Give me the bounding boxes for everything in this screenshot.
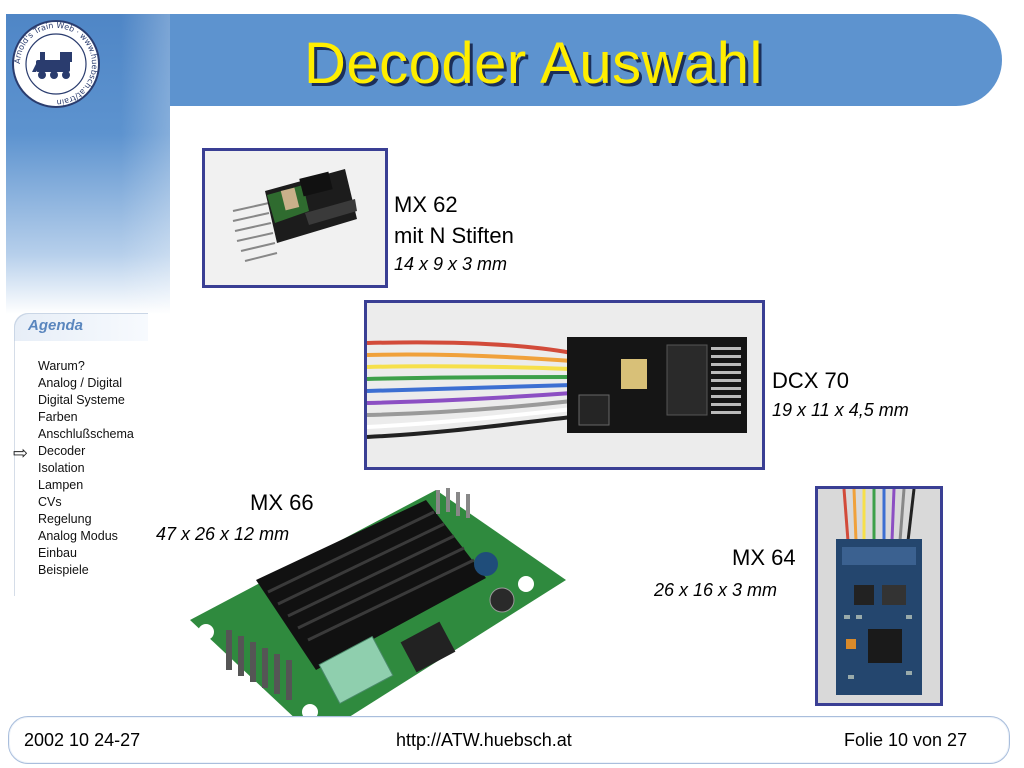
mx66-decoder-photo: [186, 480, 576, 742]
footer-page-number: Folie 10 von 27: [844, 730, 968, 750]
footer-bar: [8, 716, 1010, 764]
mx64-decoder-photo: [815, 486, 943, 706]
mx62-size: 14 x 9 x 3 mm: [394, 254, 508, 274]
mx66-size: 47 x 26 x 12 mm: [156, 524, 290, 544]
footer-url-link[interactable]: http://ATW.huebsch.at: [396, 730, 572, 750]
mx62-name: MX 62: [394, 192, 458, 217]
locomotive-icon: [32, 52, 72, 79]
mx64-size: 26 x 16 x 3 mm: [654, 580, 778, 600]
current-item-arrow-icon: ⇨: [13, 443, 29, 463]
agenda-header: [14, 313, 148, 341]
agenda-item-analog-digital[interactable]: Analog / Digital: [38, 376, 123, 390]
agenda-item-warum[interactable]: Warum?: [38, 359, 85, 373]
slide-title: Decoder Auswahl: [304, 31, 763, 96]
agenda-list: Warum? Analog / Digital Digital Systeme …: [38, 358, 134, 579]
mx62-decoder-photo: [202, 148, 388, 288]
title-band: [6, 14, 1002, 106]
agenda-item-isolation[interactable]: Isolation: [38, 461, 85, 475]
agenda-item-digital-systeme[interactable]: Digital Systeme: [38, 393, 125, 407]
agenda-divider: [14, 341, 15, 596]
mx64-name: MX 64: [732, 545, 796, 570]
arnolds-train-web-logo: Arnold's Train Web · www.huebsch.at/trai…: [10, 18, 102, 110]
agenda-item-lampen[interactable]: Lampen: [38, 478, 84, 492]
agenda-item-analog-modus[interactable]: Analog Modus: [38, 529, 118, 543]
agenda-item-beispiele[interactable]: Beispiele: [38, 563, 89, 577]
agenda-item-anschlussschema[interactable]: Anschlußschema: [38, 427, 134, 441]
agenda-item-regelung[interactable]: Regelung: [38, 512, 92, 526]
dcx70-name: DCX 70: [772, 368, 850, 393]
footer-date: 2002 10 24-27: [24, 730, 141, 750]
agenda-item-cvs[interactable]: CVs: [38, 495, 62, 509]
dcx70-size: 19 x 11 x 4,5 mm: [772, 400, 909, 420]
dcx70-decoder-photo: [364, 300, 765, 470]
agenda-heading: Agenda: [28, 317, 84, 334]
mx66-name: MX 66: [250, 490, 314, 515]
agenda-item-decoder[interactable]: Decoder: [38, 444, 86, 458]
agenda-item-einbau[interactable]: Einbau: [38, 546, 77, 560]
agenda-item-farben[interactable]: Farben: [38, 410, 78, 424]
mx62-note: mit N Stiften: [394, 223, 514, 248]
